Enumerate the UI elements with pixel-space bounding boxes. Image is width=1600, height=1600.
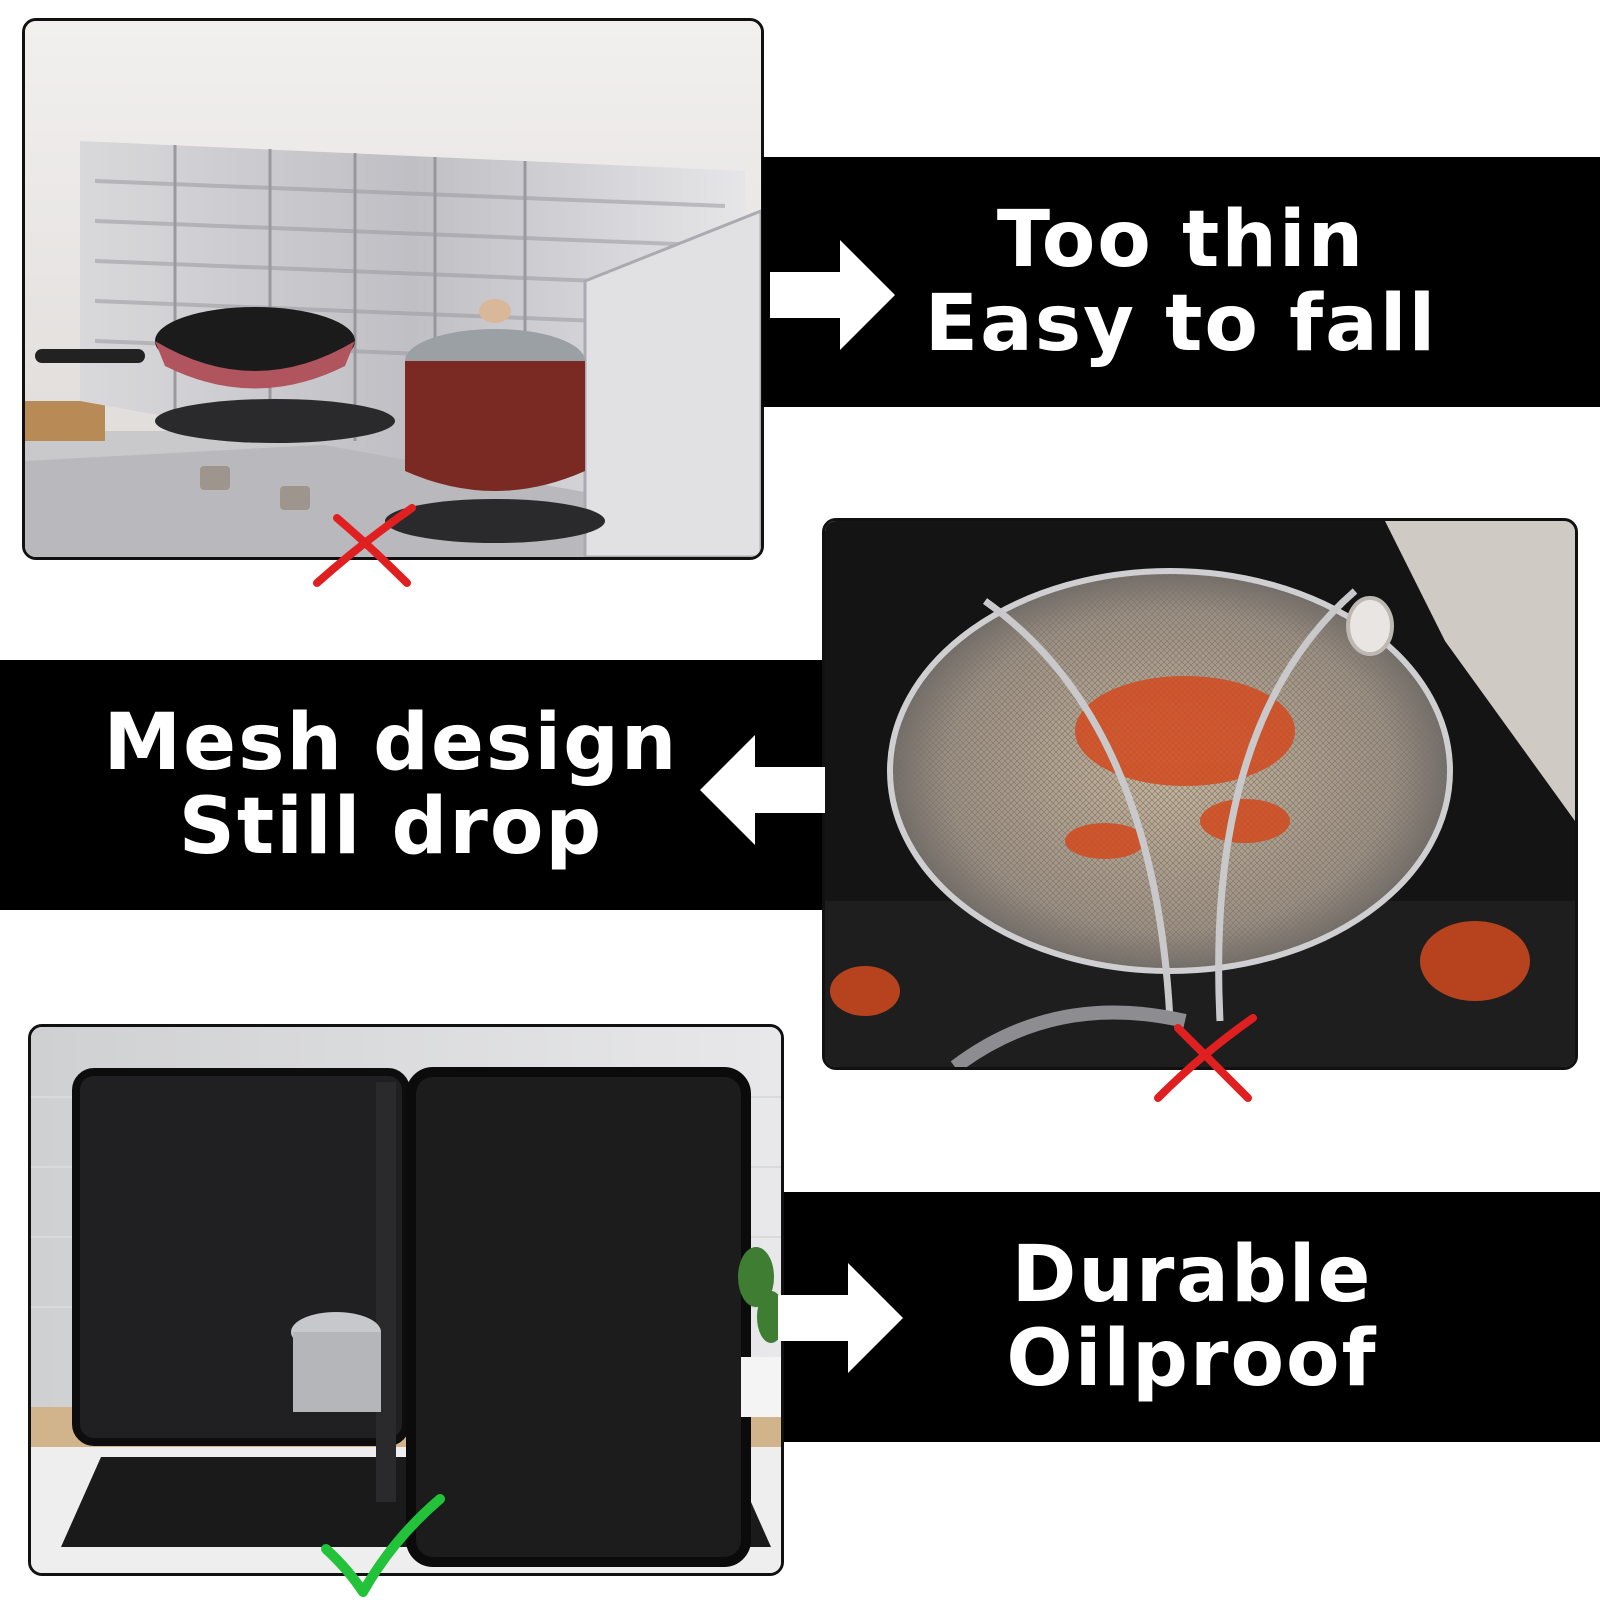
check-icon	[318, 1494, 448, 1598]
caption-foil-line1: Too thin	[996, 194, 1366, 285]
caption-band-solid: Durable Oilproof	[784, 1192, 1600, 1442]
arrow-right-icon	[770, 240, 900, 350]
cross-icon	[312, 503, 417, 588]
caption-mesh-line2: Still drop	[178, 782, 604, 872]
caption-band-foil: Too thin Easy to fall	[762, 157, 1600, 407]
caption-foil-line2: Easy to fall	[924, 279, 1438, 369]
foil-guard-photo	[22, 18, 764, 560]
arrow-right-icon	[778, 1263, 908, 1373]
arrow-left-icon	[700, 735, 825, 845]
caption-solid-line1: Durable	[1011, 1229, 1373, 1320]
caption-band-mesh: Mesh design Still drop	[0, 660, 822, 910]
caption-solid-line2: Oilproof	[1006, 1314, 1378, 1404]
caption-mesh-line1: Mesh design	[103, 697, 679, 788]
cross-icon	[1153, 1013, 1258, 1103]
mesh-screen-photo	[822, 518, 1578, 1070]
black-guard-photo	[28, 1024, 784, 1576]
